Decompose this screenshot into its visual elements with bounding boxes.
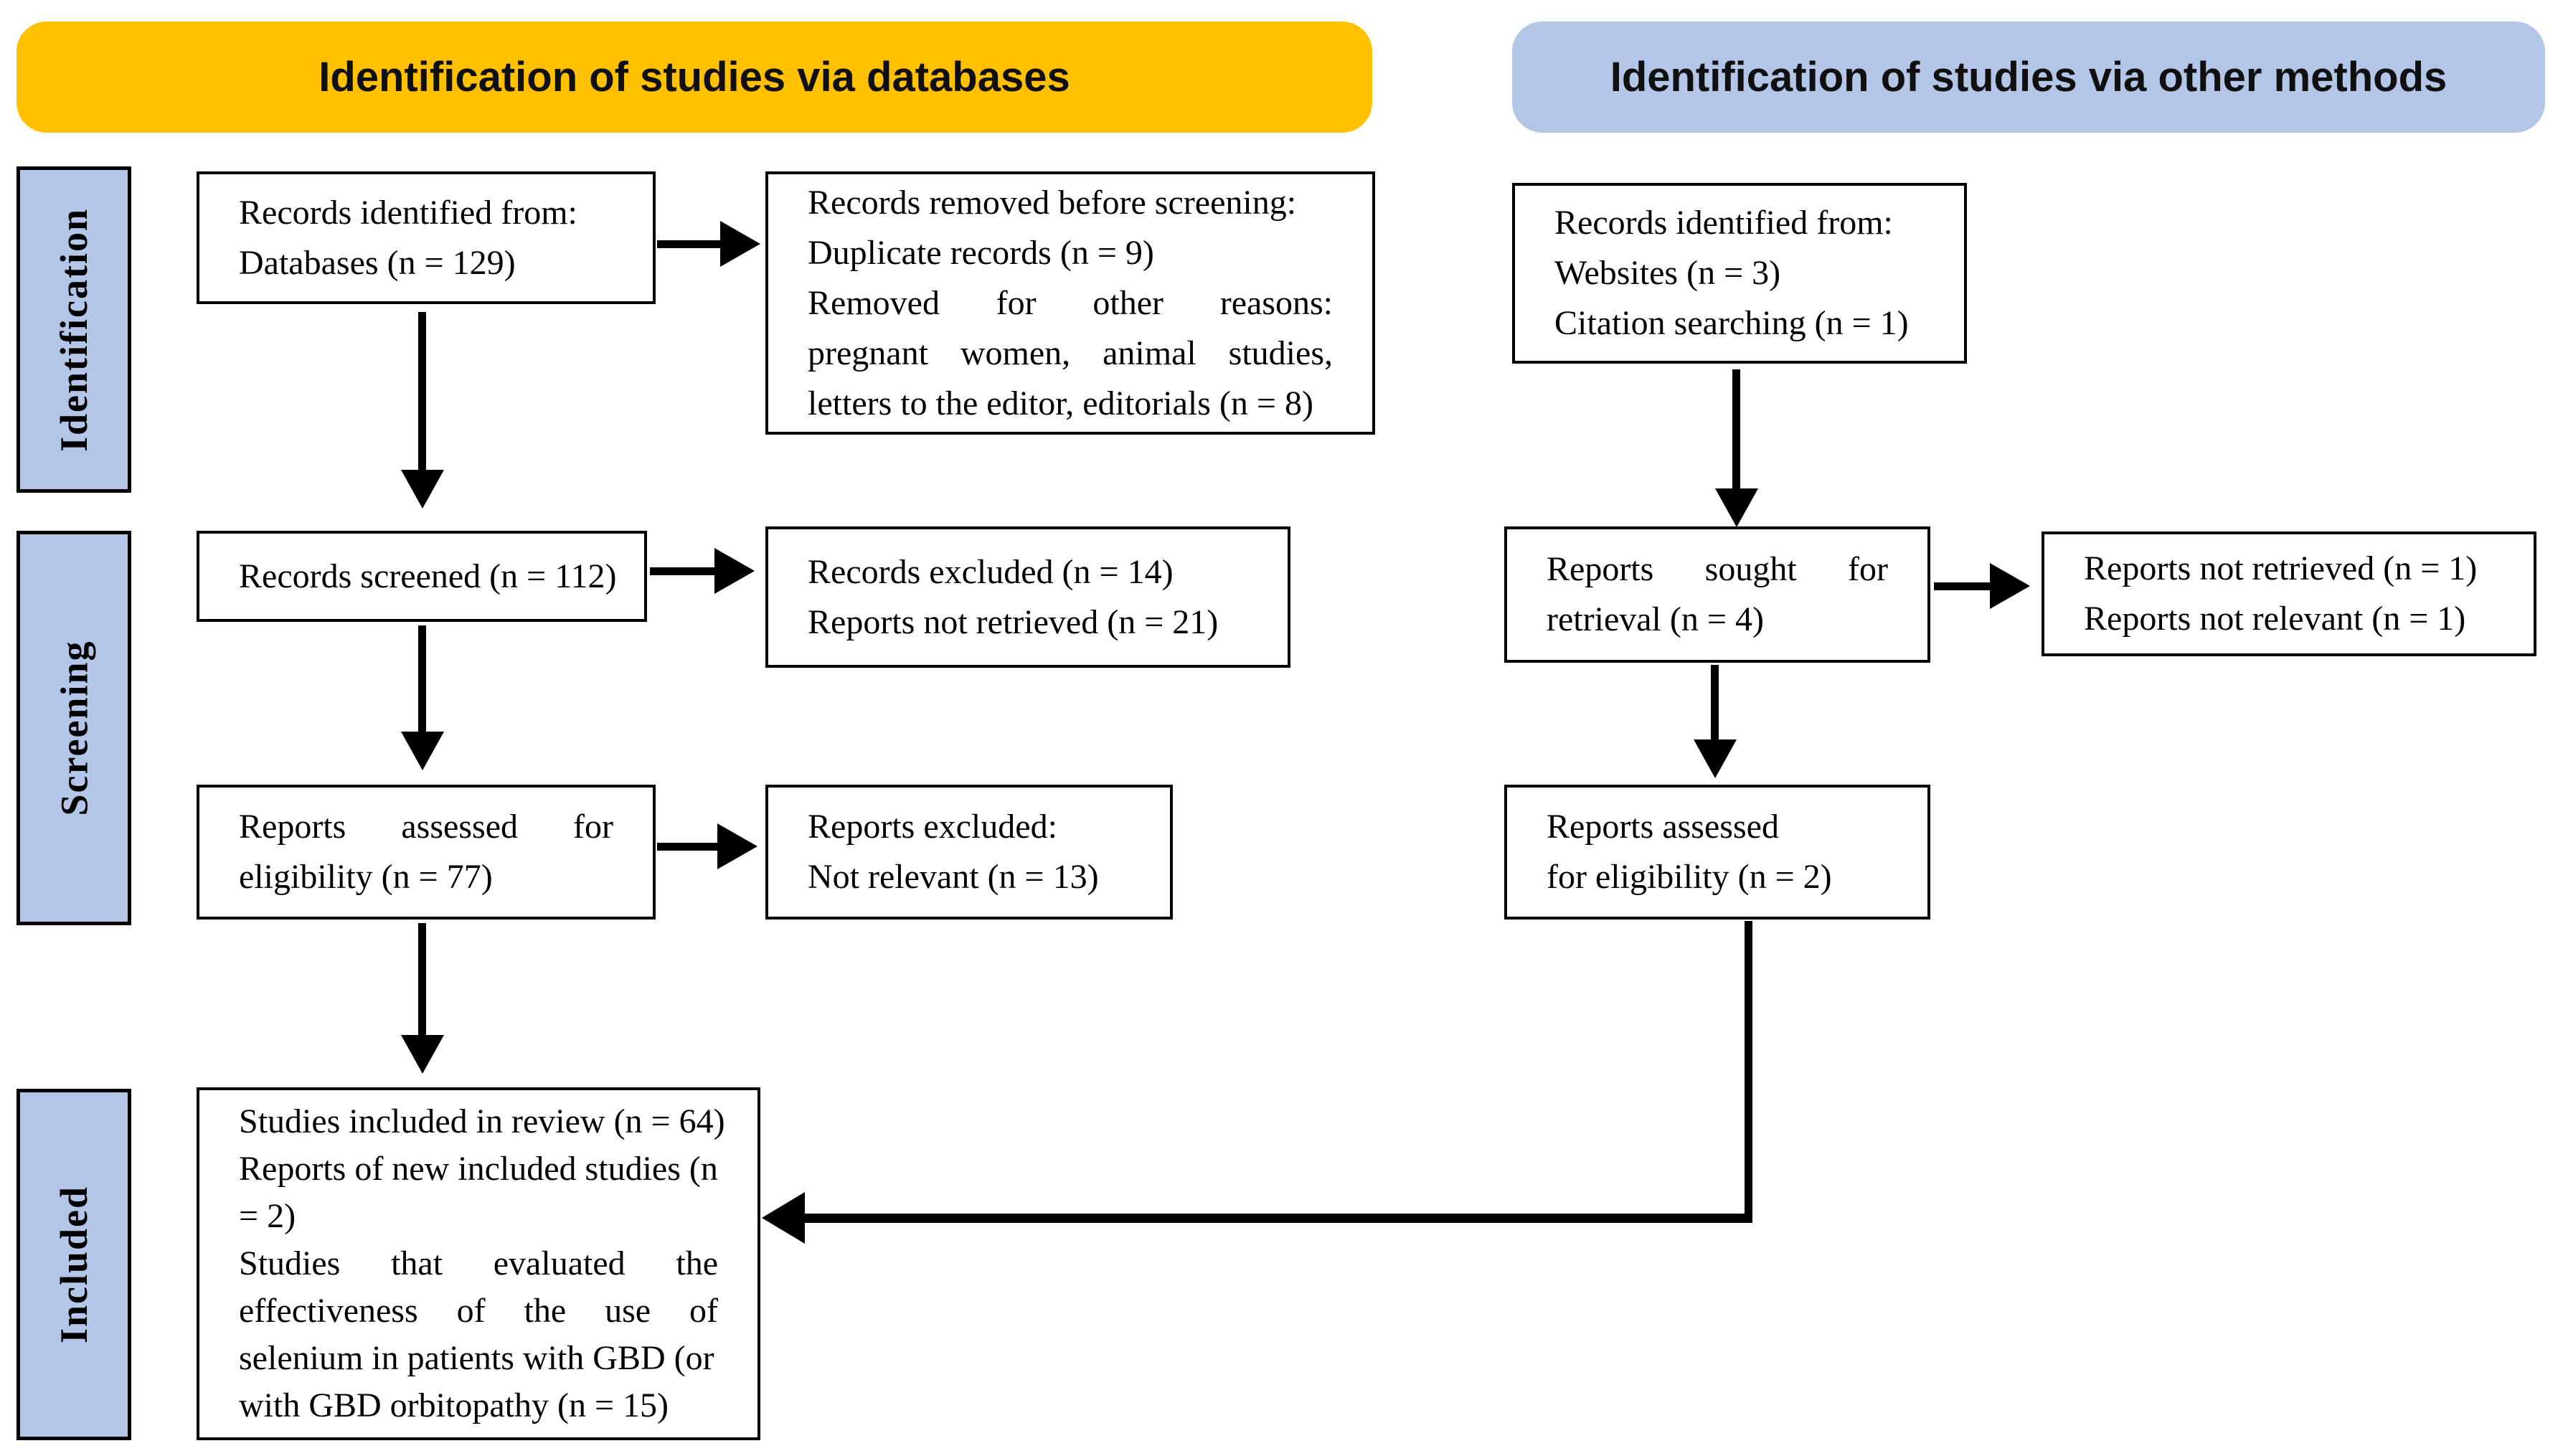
box-line: Records excluded (n = 14) (808, 552, 1174, 591)
box-line: eligibility (n = 77) (239, 858, 493, 896)
box-line: Websites (n = 3) (1554, 254, 1781, 292)
arrow-screened-to-excluded (650, 567, 717, 575)
box-line: letters to the editor, editorials (n = 8… (808, 384, 1313, 422)
box-line: pregnant women, animal studies, (808, 334, 1333, 372)
box-line: Reports not retrieved (n = 21) (808, 602, 1219, 641)
stage-screening: Screening (16, 531, 131, 925)
arrow-assessed-other-to-included-vertical (1745, 921, 1752, 1222)
box-line: Reports assessed for (239, 808, 613, 846)
box-line: Records identified from: (1554, 204, 1893, 242)
header-databases-label: Identification of studies via databases (318, 54, 1070, 100)
arrow-assessed-to-included-head-icon (401, 1035, 444, 1074)
box-records-screened: Records screened (n = 112) (197, 531, 647, 622)
box-line: Records screened (n = 112) (239, 557, 617, 595)
arrow-assessed-other-to-included-head-icon (762, 1192, 805, 1244)
header-other-methods: Identification of studies via other meth… (1512, 22, 2545, 133)
box-line: Records removed before screening: (808, 183, 1297, 222)
box-reports-sought: Reports sought for retrieval (n = 4) (1504, 526, 1930, 663)
box-line: Removed for other reasons: (808, 283, 1333, 322)
box-line: for eligibility (n = 2) (1547, 858, 1832, 896)
box-line: with GBD orbitopathy (n = 15) (239, 1386, 669, 1424)
box-reports-excluded: Reports excluded: Not relevant (n = 13) (765, 785, 1173, 920)
arrow-sought-to-assessed-other-head-icon (1694, 739, 1737, 778)
arrow-assessed-to-reports-excluded-head-icon (717, 823, 757, 869)
arrow-identified-to-removed (657, 240, 723, 248)
box-line: Records identified from: (239, 193, 577, 232)
box-line: Not relevant (n = 13) (808, 858, 1099, 896)
stage-included: Included (16, 1089, 131, 1440)
stage-identification-label: Identification (52, 207, 96, 452)
box-reports-not-retrieved-other: Reports not retrieved (n = 1) Reports no… (2042, 531, 2536, 656)
box-records-excluded: Records excluded (n = 14) Reports not re… (765, 526, 1290, 668)
arrow-screened-to-assessed-head-icon (401, 732, 444, 770)
box-line: Reports assessed (1547, 808, 1779, 846)
arrow-identified-other-to-sought (1732, 369, 1740, 490)
box-line: Studies that evaluated the (239, 1244, 718, 1282)
arrow-sought-to-assessed-other (1711, 665, 1719, 741)
arrow-assessed-to-reports-excluded (657, 843, 720, 851)
box-line: Reports not retrieved (n = 1) (2084, 549, 2478, 587)
box-reports-assessed-other: Reports assessed for eligibility (n = 2) (1504, 785, 1930, 920)
box-line: Reports excluded: (808, 808, 1057, 846)
arrow-identified-other-to-sought-head-icon (1715, 488, 1758, 527)
box-line: Studies included in review (n = 64) (239, 1102, 725, 1140)
box-line: Reports not relevant (n = 1) (2084, 600, 2466, 638)
stage-identification: Identification (16, 166, 131, 493)
arrow-identified-to-screened (418, 312, 426, 471)
arrow-sought-to-not-retrieved-head-icon (1990, 563, 2030, 609)
arrow-screened-to-assessed (418, 625, 426, 733)
arrow-sought-to-not-retrieved (1934, 582, 1993, 590)
stage-screening-label: Screening (52, 640, 95, 816)
box-reports-assessed-databases: Reports assessed for eligibility (n = 77… (197, 785, 656, 920)
box-line: selenium in patients with GBD (or (239, 1339, 714, 1377)
box-line: Duplicate records (n = 9) (808, 233, 1154, 272)
box-records-removed: Records removed before screening: Duplic… (765, 171, 1375, 435)
arrow-assessed-other-to-included-horizontal (803, 1214, 1752, 1223)
box-line: = 2) (239, 1197, 296, 1235)
box-records-identified-other: Records identified from: Websites (n = 3… (1512, 183, 1967, 364)
box-line: Citation searching (n = 1) (1554, 304, 1909, 342)
arrow-screened-to-excluded-head-icon (714, 548, 755, 594)
box-line: retrieval (n = 4) (1547, 600, 1764, 638)
arrow-identified-to-removed-head-icon (720, 221, 760, 267)
box-studies-included: Studies included in review (n = 64) Repo… (197, 1087, 760, 1440)
header-databases: Identification of studies via databases (16, 22, 1372, 133)
box-records-identified-databases: Records identified from: Databases (n = … (197, 171, 656, 304)
box-line: effectiveness of the use of (239, 1292, 718, 1330)
arrow-assessed-to-included (418, 923, 426, 1036)
box-line: Reports sought for (1547, 550, 1888, 588)
arrow-identified-to-screened-head-icon (401, 470, 444, 509)
stage-included-label: Included (52, 1185, 95, 1344)
header-other-methods-label: Identification of studies via other meth… (1610, 54, 2448, 100)
box-line: Databases (n = 129) (239, 243, 516, 282)
box-line: Reports of new included studies (n (239, 1150, 718, 1188)
